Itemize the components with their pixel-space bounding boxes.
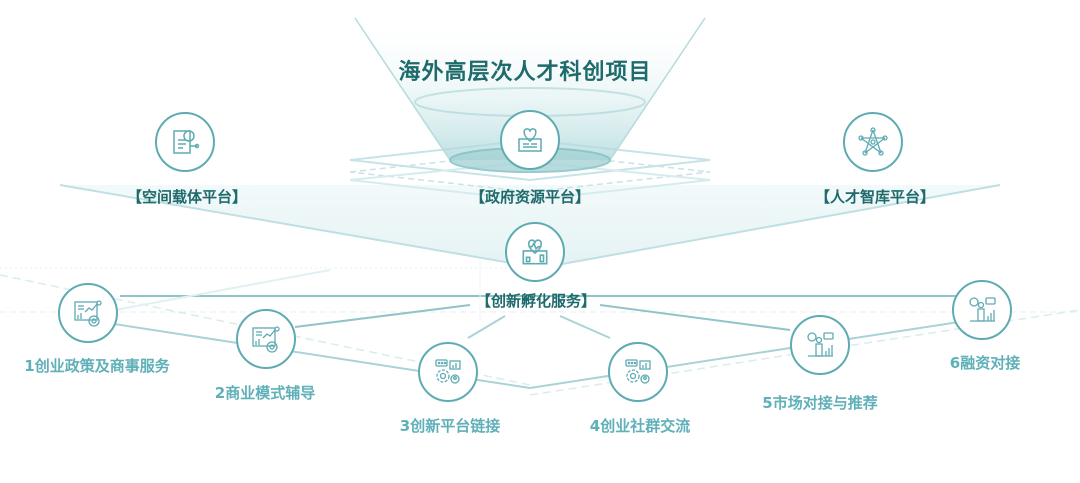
people-chart-icon: [969, 297, 996, 322]
service-node-1: [58, 283, 118, 343]
heart-chart-icon: [522, 239, 548, 265]
network-nodes-icon: [858, 127, 888, 156]
gear-chat-icon: [435, 359, 461, 384]
page-title: 海外高层次人才科创项目: [398, 60, 652, 85]
talent-platform-node: [843, 112, 903, 172]
service-label-5: 5市场对接与推荐: [762, 394, 878, 412]
space-platform-label: 【空间载体平台】: [126, 188, 248, 206]
people-chart-icon: [807, 332, 834, 357]
service-node-4: [608, 342, 668, 402]
chart-report-icon: [74, 300, 102, 327]
incubation-node: [505, 222, 565, 282]
service-label-3: 3创新平台链接: [399, 417, 501, 435]
gov-platform-node: [500, 110, 560, 170]
service-label-6: 6融资对接: [949, 354, 1021, 372]
heart-book-icon: [518, 128, 542, 152]
space-platform-node: [155, 112, 215, 172]
document-network-icon: [173, 130, 200, 154]
incubation-label: 【创新孵化服务】: [475, 292, 597, 310]
service-label-1: 1创业政策及商事服务: [24, 357, 170, 375]
service-node-5: [790, 315, 850, 375]
service-label-4: 4创业社群交流: [589, 417, 691, 435]
service-node-6: [952, 280, 1012, 340]
service-label-2: 2商业模式辅导: [214, 384, 316, 402]
chart-report-icon: [252, 326, 280, 353]
talent-platform-label: 【人才智库平台】: [814, 188, 936, 206]
gear-chat-icon: [625, 359, 651, 384]
service-node-2: [236, 309, 296, 369]
gov-platform-label: 【政府资源平台】: [469, 188, 591, 206]
service-node-3: [418, 342, 478, 402]
